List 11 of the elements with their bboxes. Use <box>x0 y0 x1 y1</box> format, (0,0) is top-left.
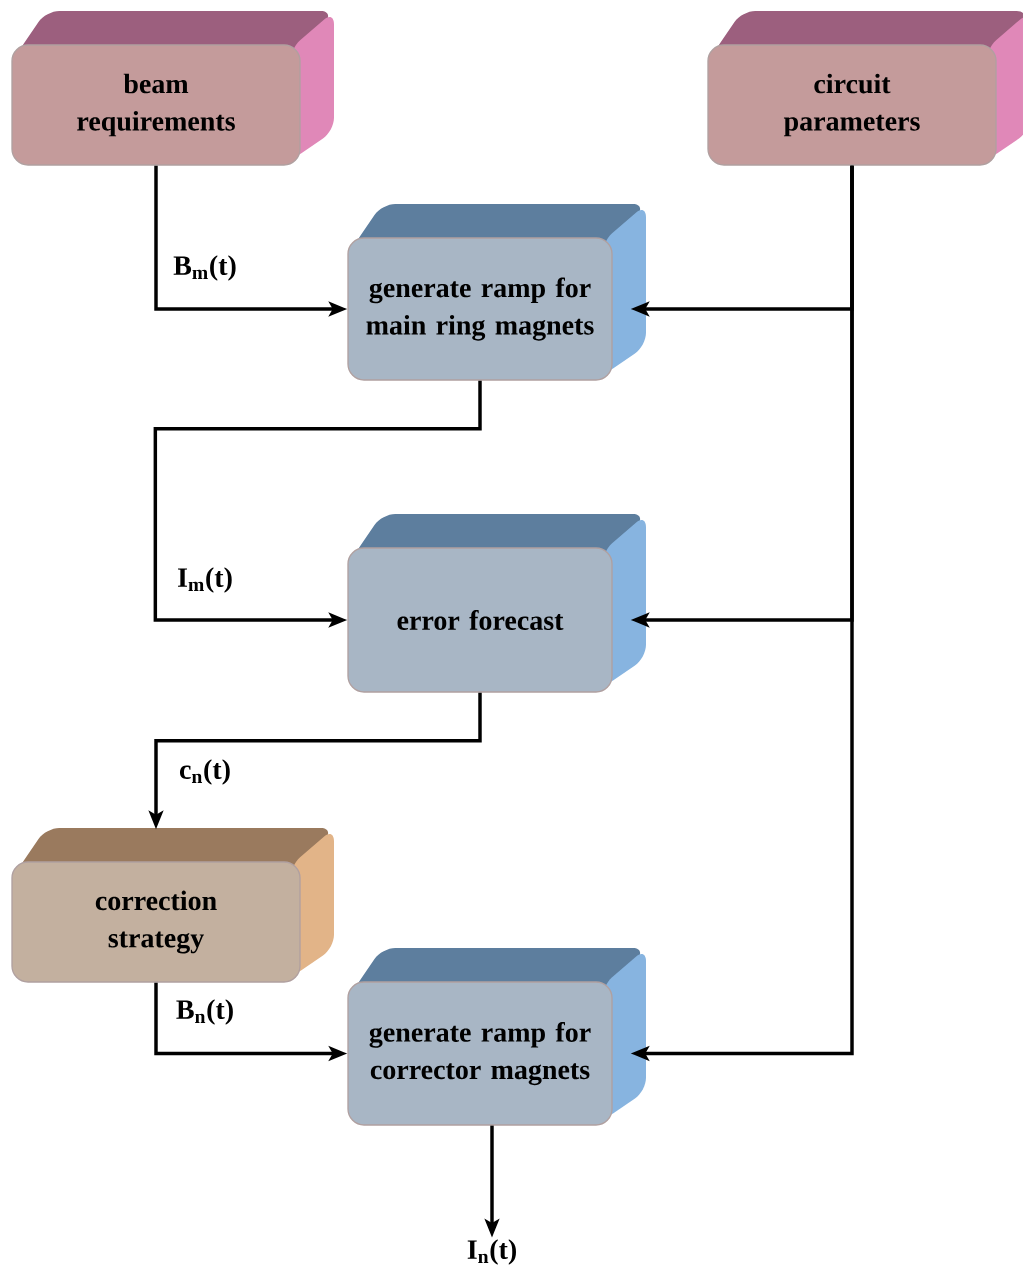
edge-label: B$_{n}$(t) <box>174 998 236 1027</box>
output-label: I$_{n}$(t) <box>467 1239 516 1265</box>
process-box: beam requirements <box>11 11 334 166</box>
process-box: generate ramp for main ring magnets <box>347 204 646 381</box>
process-box: error forecast <box>347 514 646 693</box>
process-box: circuit parameters <box>707 11 1023 166</box>
edge-label: c$_{n}$(t) <box>177 758 233 787</box>
process-box: generate ramp for corrector magnets <box>347 948 646 1126</box>
edge-label: I$_{m}$(t) <box>175 566 235 595</box>
edge-label: B$_{m}$(t) <box>171 254 239 283</box>
process-box: correction strategy <box>11 828 334 983</box>
